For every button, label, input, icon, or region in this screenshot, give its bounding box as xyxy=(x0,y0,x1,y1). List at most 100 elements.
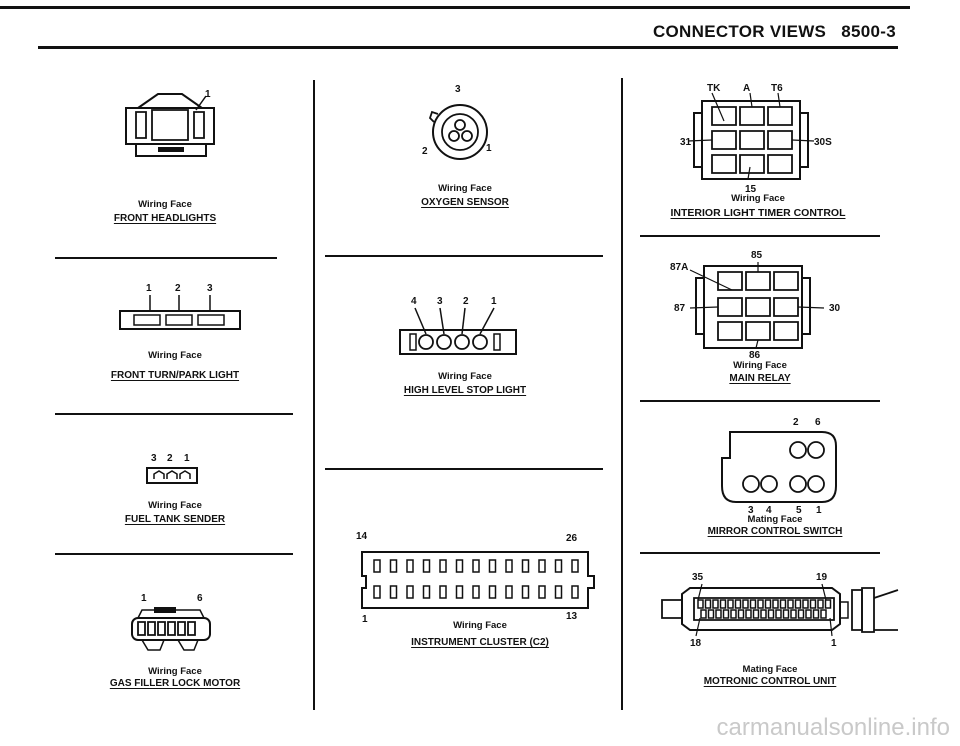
front-turn-park-connector-drawing xyxy=(118,295,242,331)
mirror-pin-5: 5 xyxy=(796,505,802,516)
relay-pin-85: 85 xyxy=(751,250,763,261)
separator-right-3 xyxy=(640,552,880,554)
relay-name: MAIN RELAY xyxy=(729,373,791,384)
motronic-pin-cell xyxy=(706,600,711,608)
cluster-pin-cell xyxy=(490,560,496,572)
cluster-name: INSTRUMENT CLUSTER (C2) xyxy=(411,637,549,648)
cluster-face-label: Wiring Face xyxy=(453,620,507,631)
oxygen-pin-2: 2 xyxy=(422,146,428,157)
separator-right-1 xyxy=(640,235,880,237)
mirror-face-label: Mating Face xyxy=(747,514,803,525)
cluster-pin-cell xyxy=(473,586,479,598)
relay-pin-30: 30 xyxy=(829,303,841,314)
watermark: carmanualsonline.info xyxy=(716,714,950,741)
cluster-pin-cell xyxy=(457,586,463,598)
cluster-pin-cell xyxy=(523,560,529,572)
cluster-pin-cell xyxy=(490,586,496,598)
cluster-pin-cell xyxy=(424,560,430,572)
cluster-pin-cell xyxy=(407,560,413,572)
cluster-pin-14: 14 xyxy=(356,531,368,542)
relay-connector-drawing xyxy=(690,262,824,354)
motronic-pin-cell xyxy=(743,600,748,608)
timer-pin-a: A xyxy=(743,83,751,94)
gas-filler-face-label: Wiring Face xyxy=(148,666,202,677)
gas-filler-pin-1: 1 xyxy=(141,593,147,604)
motronic-pin-row-top xyxy=(698,600,831,608)
mirror-pin-1: 1 xyxy=(816,505,822,516)
fuel-tank-pin-3: 3 xyxy=(151,453,157,464)
front-headlights-face-label: Wiring Face xyxy=(138,199,192,210)
fuel-tank-pin-1: 1 xyxy=(184,453,190,464)
separator-right-2 xyxy=(640,400,880,402)
motronic-pin-cell xyxy=(728,600,733,608)
oxygen-pin-3: 3 xyxy=(455,84,461,95)
motronic-pin-cell xyxy=(724,610,729,618)
cluster-pin-cell xyxy=(440,560,446,572)
motronic-pin-cell xyxy=(736,600,741,608)
motronic-pin-cell xyxy=(803,600,808,608)
cluster-pin-cell xyxy=(539,560,545,572)
stop-light-pin-3: 3 xyxy=(437,296,443,307)
motronic-pin-cell xyxy=(761,610,766,618)
motronic-pin-row-bottom xyxy=(701,610,826,618)
gas-filler-connector-drawing xyxy=(128,607,214,654)
motronic-caption: Mating Face MOTRONIC CONTROL UNIT xyxy=(680,664,860,687)
motronic-pin-cell xyxy=(814,610,819,618)
mirror-caption: Mating Face MIRROR CONTROL SWITCH xyxy=(680,514,870,537)
mirror-connector-drawing xyxy=(718,430,840,506)
cluster-pin-cell xyxy=(556,586,562,598)
motronic-name: MOTRONIC CONTROL UNIT xyxy=(703,676,837,687)
separator-mid-2 xyxy=(325,468,603,470)
stop-light-connector-drawing xyxy=(398,308,518,356)
cluster-pin-cell xyxy=(556,560,562,572)
column-divider-right xyxy=(621,78,623,710)
separator-mid-1 xyxy=(325,255,603,257)
stop-light-pin-2: 2 xyxy=(463,296,469,307)
cluster-pin-26: 26 xyxy=(566,533,578,544)
separator-left-2 xyxy=(55,413,293,415)
relay-face-label: Wiring Face xyxy=(733,360,787,371)
cluster-connector-drawing xyxy=(358,548,598,612)
oxygen-pin-1: 1 xyxy=(486,143,492,154)
fuel-tank-name: FUEL TANK SENDER xyxy=(124,514,226,525)
oxygen-sensor-name: OXYGEN SENSOR xyxy=(421,197,509,208)
motronic-pin-cell xyxy=(698,600,703,608)
motronic-pin-cell xyxy=(731,610,736,618)
stop-light-caption: Wiring Face HIGH LEVEL STOP LIGHT xyxy=(385,371,545,396)
front-turn-park-name: FRONT TURN/PARK LIGHT xyxy=(110,370,240,381)
cluster-pin-cell xyxy=(457,560,463,572)
cluster-pin-row-top xyxy=(374,560,578,572)
cluster-pin-cell xyxy=(424,586,430,598)
motronic-pin-cell xyxy=(721,600,726,608)
motronic-pin-cell xyxy=(781,600,786,608)
cluster-pin-cell xyxy=(374,560,380,572)
front-headlights-pin-1: 1 xyxy=(205,89,211,100)
timer-face-label: Wiring Face xyxy=(731,193,785,204)
motronic-pin-cell xyxy=(769,610,774,618)
motronic-pin-cell xyxy=(776,610,781,618)
front-turn-park-pin-1: 1 xyxy=(146,283,152,294)
motronic-pin-cell xyxy=(701,610,706,618)
motronic-connector-drawing xyxy=(660,584,900,640)
mirror-name: MIRROR CONTROL SWITCH xyxy=(707,526,843,537)
stop-light-name: HIGH LEVEL STOP LIGHT xyxy=(403,385,527,396)
relay-caption: Wiring Face MAIN RELAY xyxy=(680,360,840,384)
motronic-pin-cell xyxy=(739,610,744,618)
header-underline xyxy=(38,46,898,49)
motronic-pin-19: 19 xyxy=(816,572,828,583)
front-turn-park-caption: Wiring Face FRONT TURN/PARK LIGHT xyxy=(95,350,255,381)
motronic-pin-cell xyxy=(709,610,714,618)
cluster-pin-1: 1 xyxy=(362,614,368,625)
front-turn-park-pin-2: 2 xyxy=(175,283,181,294)
relay-pin-87a: 87A xyxy=(670,262,689,273)
front-headlights-name: FRONT HEADLIGHTS xyxy=(113,213,217,224)
page-title: CONNECTOR VIEWS 8500-3 xyxy=(652,22,896,41)
cluster-pin-cell xyxy=(506,560,512,572)
fuel-tank-connector-drawing xyxy=(146,467,198,485)
cluster-pin-13: 13 xyxy=(566,611,578,622)
timer-connector-drawing xyxy=(688,93,814,189)
front-turn-park-face-label: Wiring Face xyxy=(148,350,202,361)
timer-pin-tk: TK xyxy=(707,83,721,94)
cluster-pin-cell xyxy=(374,586,380,598)
column-divider-left xyxy=(313,80,315,710)
